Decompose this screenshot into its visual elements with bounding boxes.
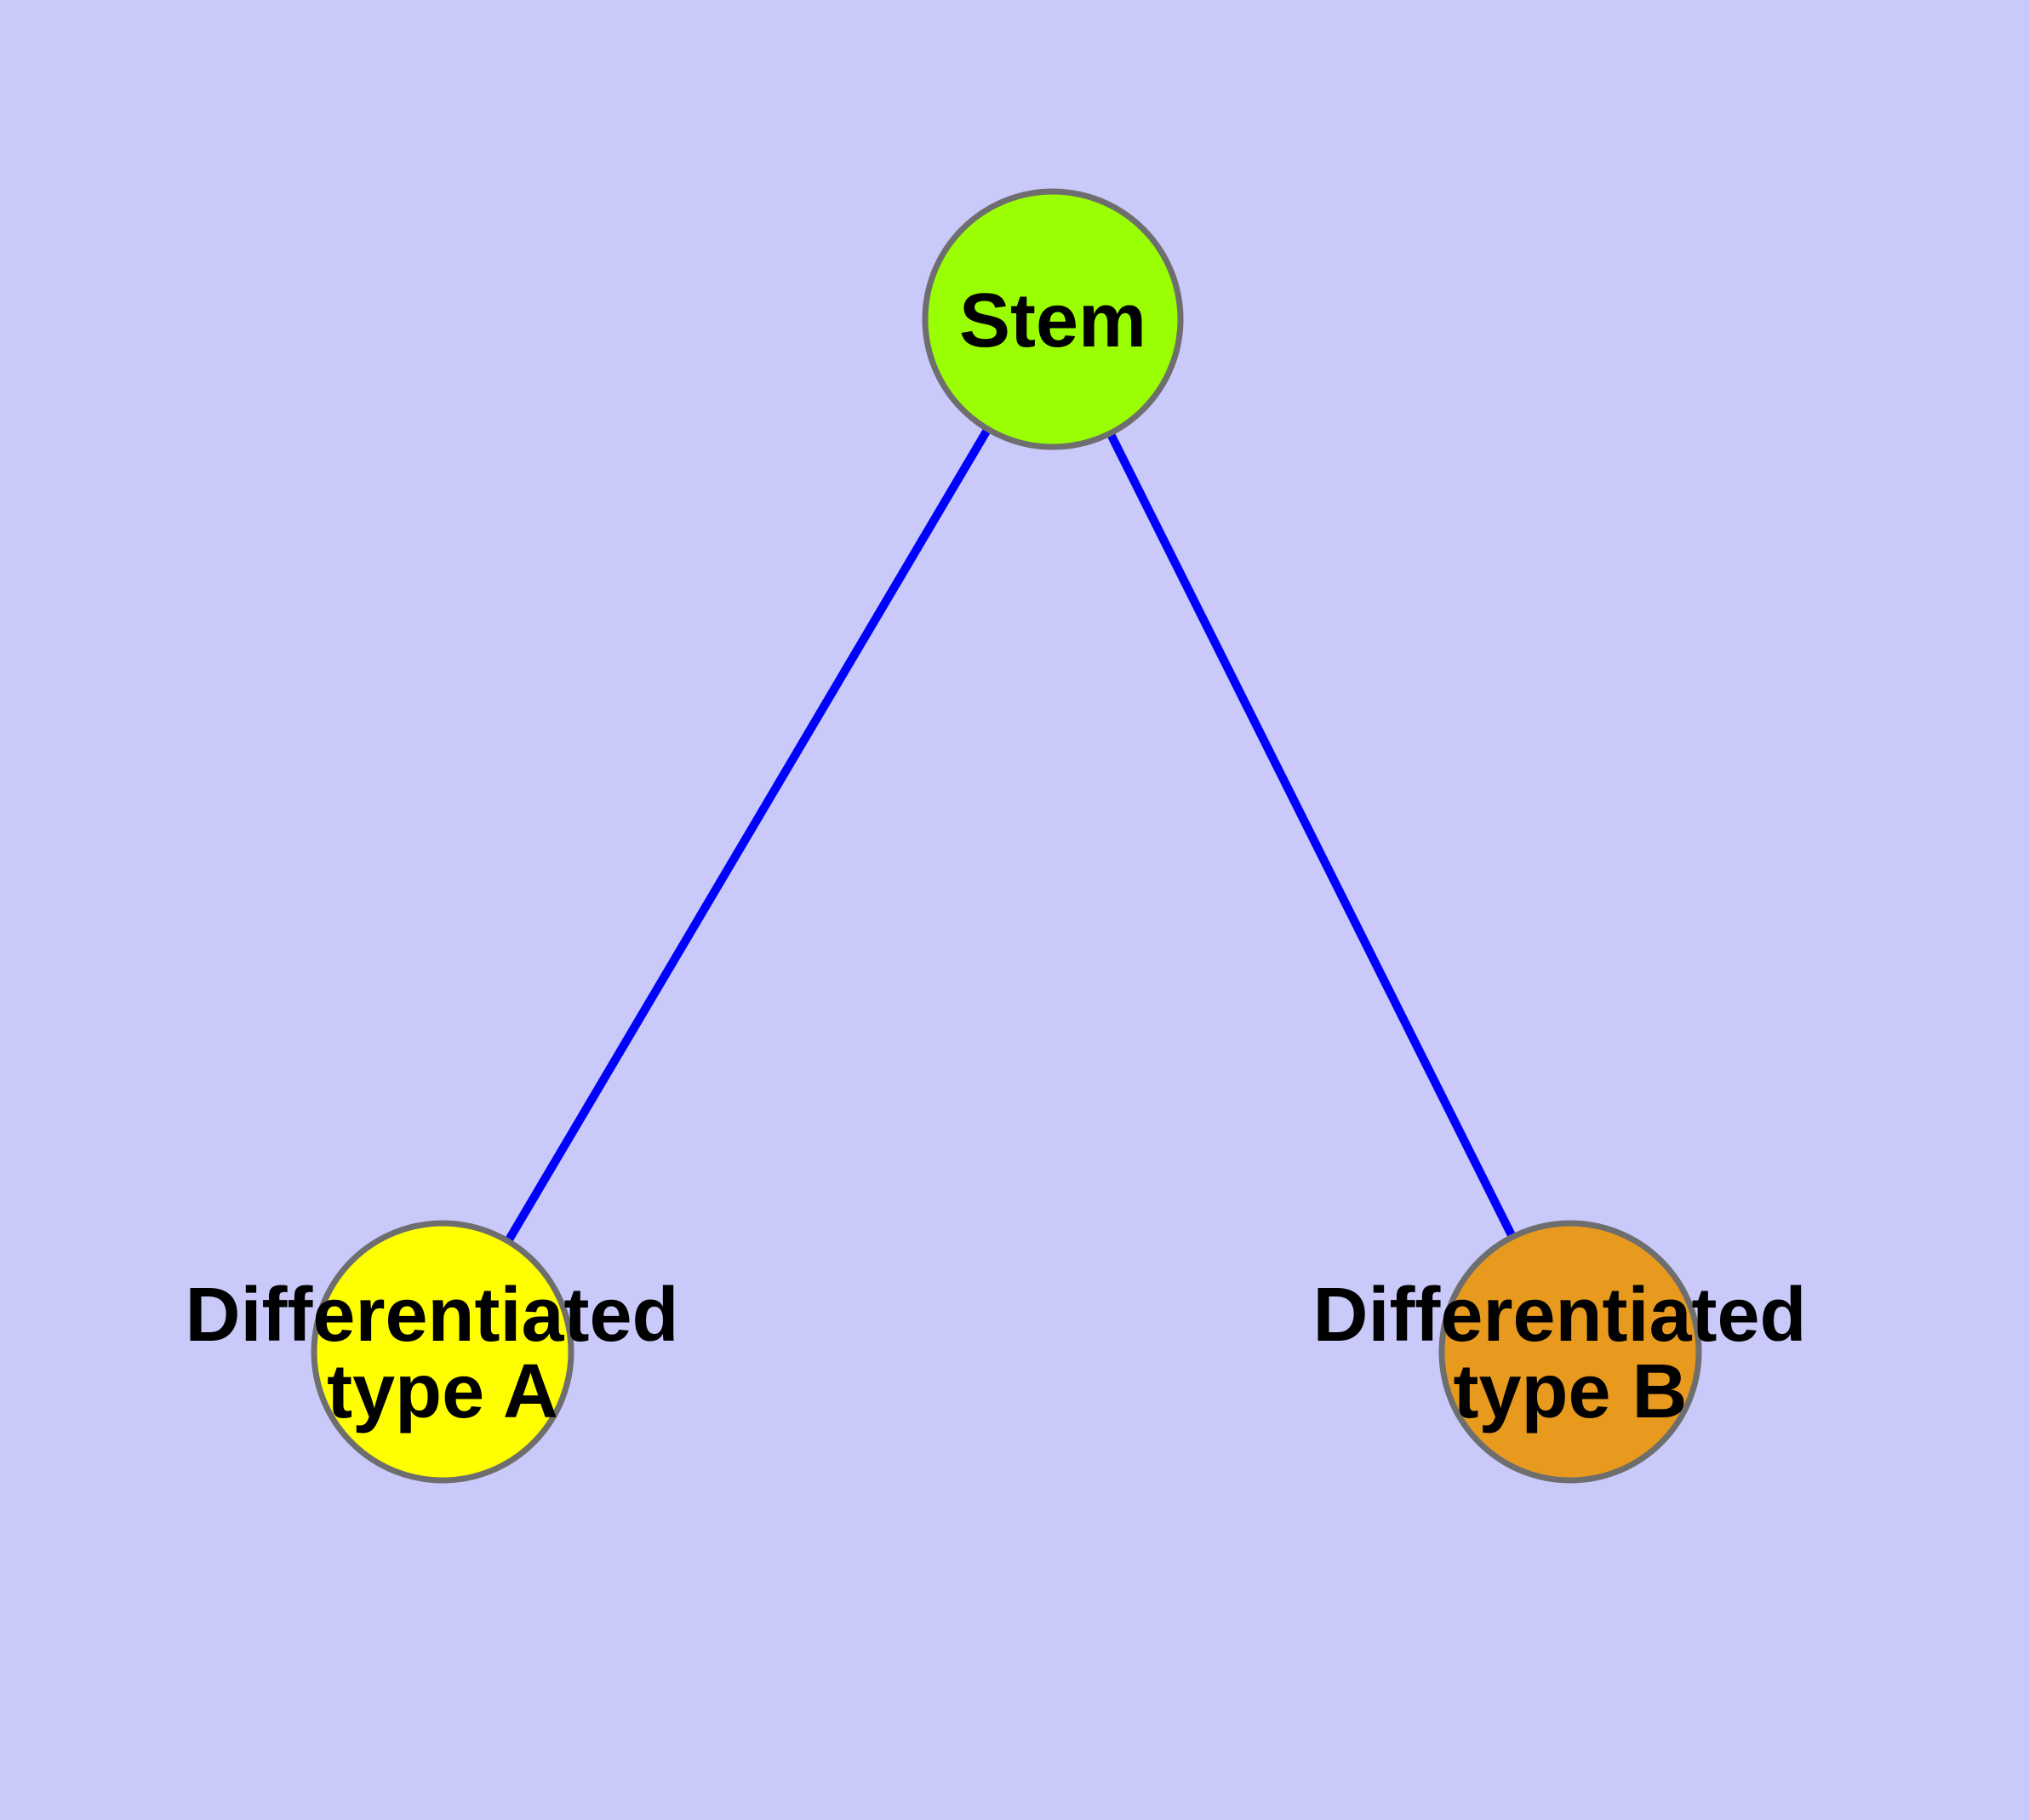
node-type-b-label-line1: Differentiated — [1312, 1273, 1806, 1358]
node-stem-label: Stem — [959, 278, 1146, 363]
node-type-a-circle — [311, 1220, 574, 1484]
node-type-b-label: Differentiated type B — [1312, 1273, 1827, 1434]
node-type-a-label-line2: type A — [327, 1349, 558, 1434]
node-stem-circle — [922, 188, 1184, 450]
node-type-b-label-line2: type B — [1453, 1349, 1687, 1434]
edge-stem-to-type-a — [504, 427, 992, 1244]
edge-stem-to-type-b — [1106, 432, 1517, 1239]
node-type-a-label: Differentiated type A — [185, 1273, 700, 1434]
node-type-b-circle — [1438, 1220, 1702, 1484]
node-type-a-label-line1: Differentiated — [185, 1273, 678, 1358]
